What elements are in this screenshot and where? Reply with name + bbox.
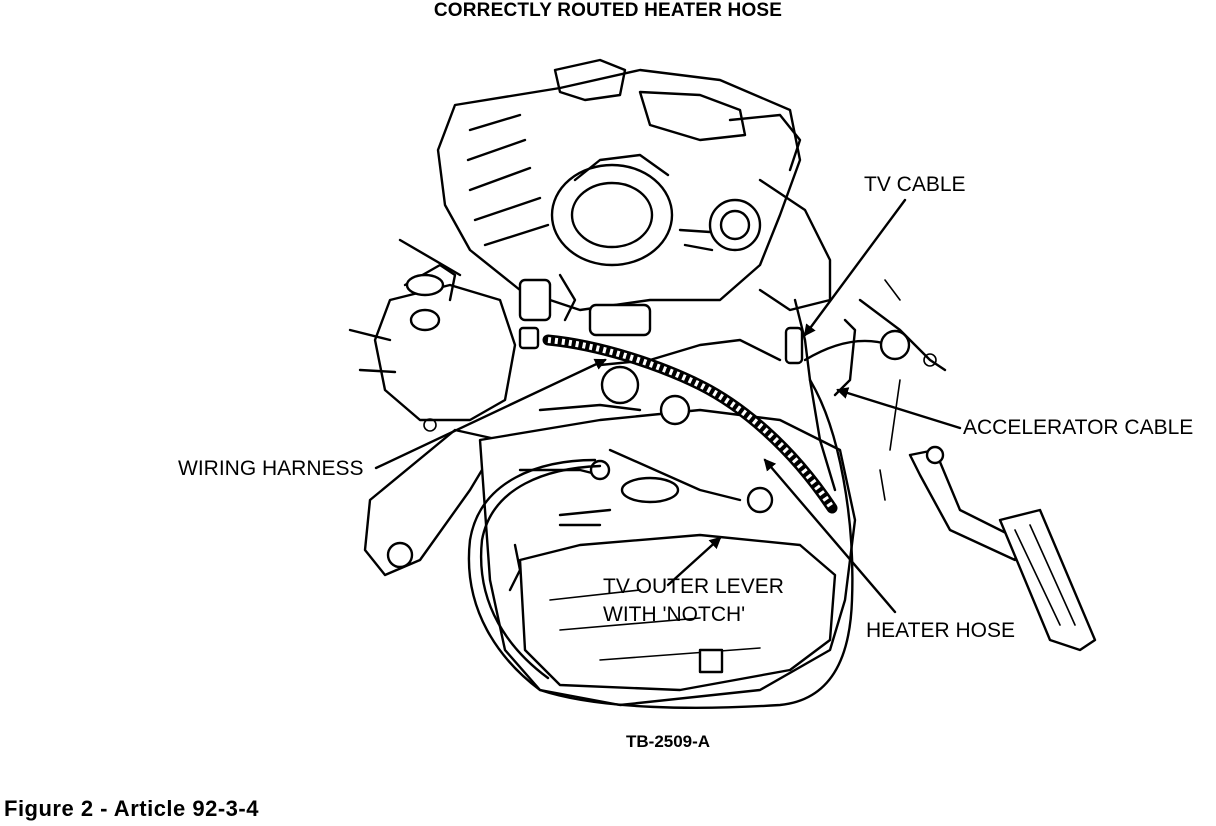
heater-hose-label: HEATER HOSE xyxy=(866,619,1015,642)
tv-outer-lever-label-line1: TV OUTER LEVER xyxy=(603,575,784,598)
accelerator-cable-label: ACCELERATOR CABLE xyxy=(963,416,1194,439)
wiring-harness-drawing xyxy=(518,326,838,514)
diagram-title: CORRECTLY ROUTED HEATER HOSE xyxy=(433,0,783,21)
transmission-body xyxy=(478,338,857,707)
leader-arrows xyxy=(374,198,962,614)
tv-outer-lever-label-line2: WITH 'NOTCH' xyxy=(603,603,746,626)
figure-caption: Figure 2 - Article 92-3-4 xyxy=(4,796,259,821)
tv-outer-lever-label: TV OUTER LEVER WITH 'NOTCH' xyxy=(603,573,784,629)
tv-cable-label: TV CABLE xyxy=(864,173,966,196)
left-engine-bracket xyxy=(348,238,517,577)
intake-manifold xyxy=(436,58,832,337)
accelerator-pedal-drawing xyxy=(908,445,1097,652)
cable-drawing xyxy=(784,279,947,501)
heater-hose-drawing xyxy=(467,378,854,709)
figure-number: TB-2509-A xyxy=(626,732,711,751)
wiring-harness-label: WIRING HARNESS xyxy=(178,457,364,480)
